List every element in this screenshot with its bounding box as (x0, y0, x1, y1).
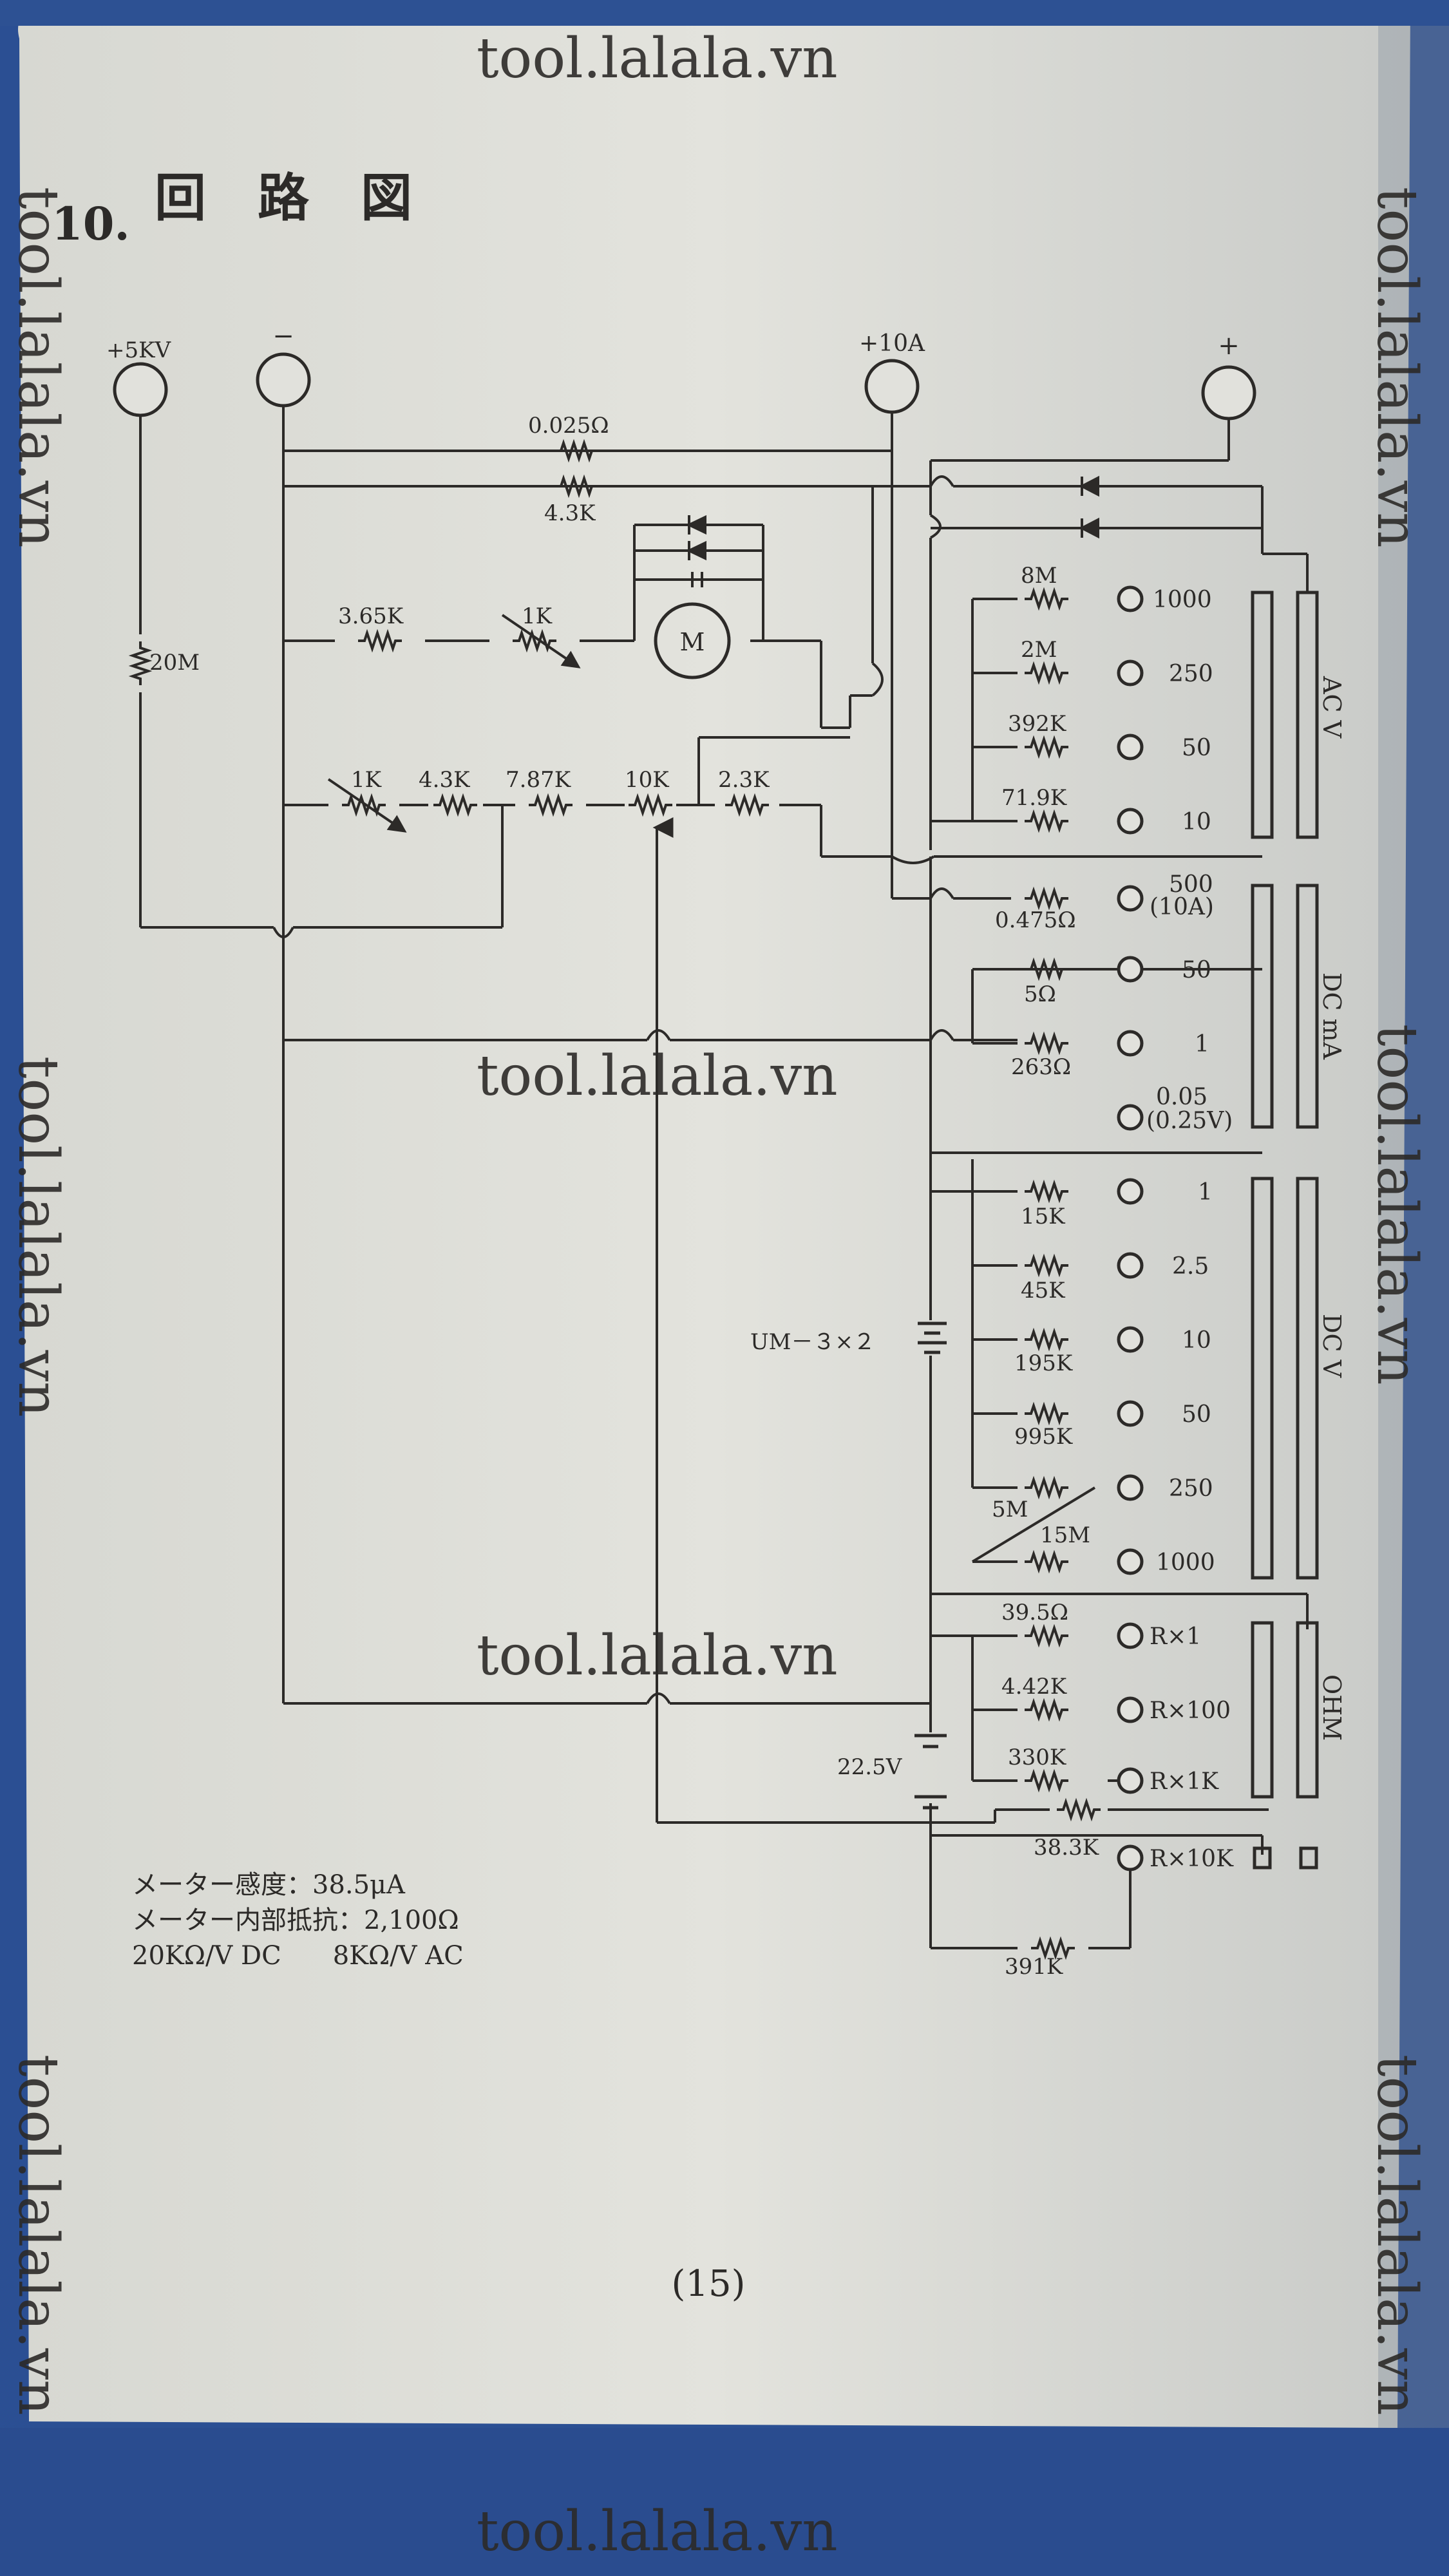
switch-label-dcma: DC mA (1318, 972, 1346, 1060)
label-r-365k: 3.65K (338, 603, 404, 629)
diodes (686, 475, 1099, 587)
spec-ohms-per-volt: 20KΩ/V DC 8KΩ/V AC (132, 1941, 464, 1971)
battery-symbols (914, 1321, 947, 1810)
spec-meter-resistance: メーター内部抵抗：2,100Ω (132, 1906, 459, 1935)
range-dca-50: 50 (1182, 957, 1211, 983)
circuit-wires (139, 402, 1309, 1949)
watermark-left-2: tool.lalala.vn (6, 1056, 70, 1417)
label-r-787k: 7.87K (506, 767, 571, 793)
input-terminals (113, 352, 1256, 421)
switch-label-acv: AC V (1318, 676, 1346, 739)
label-r-719k: 71.9K (1001, 785, 1067, 811)
label-r-23k: 2.3K (718, 767, 770, 793)
label-r-391k: 391K (1005, 1954, 1063, 1980)
watermark-bottom: tool.lalala.vn (477, 2499, 838, 2564)
label-vr-1k-b: 1K (351, 767, 382, 793)
range-jacks (1117, 585, 1144, 1871)
label-r-15m: 15M (1040, 1522, 1090, 1548)
range-dca-500: 500 (1169, 871, 1213, 898)
range-ohm-x1: R×1 (1150, 1624, 1201, 1650)
switch-label-dcv: DC V (1318, 1314, 1346, 1378)
watermark-left-3: tool.lalala.vn (6, 2054, 70, 2416)
meter-label: M (680, 628, 705, 656)
range-ohm-x1k: R×1K (1150, 1768, 1219, 1795)
range-dca-025v: (0.25V) (1146, 1108, 1233, 1134)
range-dca-1: 1 (1195, 1031, 1209, 1057)
label-r-shunt: 0.025Ω (528, 413, 609, 439)
range-dcv-1000: 1000 (1156, 1549, 1215, 1576)
watermark-left-1: tool.lalala.vn (6, 187, 70, 548)
label-r-330k: 330K (1008, 1745, 1066, 1770)
watermark-right-1: tool.lalala.vn (1365, 187, 1429, 548)
label-vr-1k-a: 1K (522, 603, 553, 629)
terminal-10a-label: +10A (859, 330, 925, 357)
paper-sheet (18, 6, 1410, 2428)
diagram-title: 回 路 図 (155, 167, 412, 228)
label-r-392k: 392K (1008, 711, 1066, 737)
label-r-8m: 8M (1021, 563, 1057, 589)
range-dcv-250: 250 (1169, 1475, 1213, 1502)
range-ohm-x100: R×100 (1150, 1698, 1231, 1724)
label-r-995k: 995K (1014, 1424, 1073, 1450)
range-dcv-10: 10 (1182, 1327, 1211, 1354)
terminal-plus-label: + (1218, 331, 1240, 361)
label-r-20m: 20M (149, 650, 200, 676)
range-dcv-1: 1 (1198, 1179, 1213, 1206)
label-r-263: 263Ω (1011, 1054, 1071, 1080)
range-switch-bars (1251, 591, 1319, 1870)
label-r-2m: 2M (1021, 637, 1057, 663)
range-dcv-50: 50 (1182, 1401, 1211, 1428)
label-r-5m: 5M (992, 1497, 1028, 1522)
label-r-0475: 0.475Ω (995, 907, 1076, 933)
section-number: 10. (52, 197, 130, 251)
watermark-right-3: tool.lalala.vn (1365, 2054, 1429, 2416)
meter-circle (654, 602, 731, 679)
label-r-383k: 38.3K (1034, 1835, 1099, 1861)
range-acv-250: 250 (1169, 661, 1213, 687)
terminal-hv-label: +5KV (106, 337, 172, 363)
range-acv-50: 50 (1182, 735, 1211, 761)
label-r-45k: 45K (1021, 1278, 1065, 1303)
range-acv-10: 10 (1182, 809, 1211, 835)
range-dca-10a: (10A) (1150, 894, 1214, 920)
terminal-com-label: − (272, 321, 294, 351)
range-dca-005: 0.05 (1156, 1084, 1208, 1110)
switch-label-ohm: OHM (1318, 1674, 1346, 1741)
label-r-15k: 15K (1021, 1204, 1065, 1229)
spec-meter-sensitivity: メーター感度：38.5μA (132, 1870, 406, 1900)
label-r-195k: 195K (1014, 1350, 1073, 1376)
label-r-43k-top: 4.3K (544, 500, 596, 526)
range-ohm-x10k: R×10K (1150, 1846, 1234, 1872)
label-vr-10k: 10K (625, 767, 669, 793)
label-r-43k-mid: 4.3K (419, 767, 470, 793)
label-r-395: 39.5Ω (1001, 1600, 1068, 1625)
range-dcv-2-5: 2.5 (1172, 1253, 1209, 1280)
label-battery-a: UM－３×２ (750, 1329, 875, 1355)
label-battery-b: 22.5V (837, 1754, 903, 1780)
watermark-top: tool.lalala.vn (477, 26, 838, 91)
watermark-right-2: tool.lalala.vn (1365, 1024, 1429, 1385)
page-number: (15) (672, 2263, 746, 2305)
label-r-442k: 4.42K (1001, 1674, 1067, 1700)
label-r-5: 5Ω (1024, 981, 1056, 1007)
range-acv-1000: 1000 (1153, 587, 1212, 613)
